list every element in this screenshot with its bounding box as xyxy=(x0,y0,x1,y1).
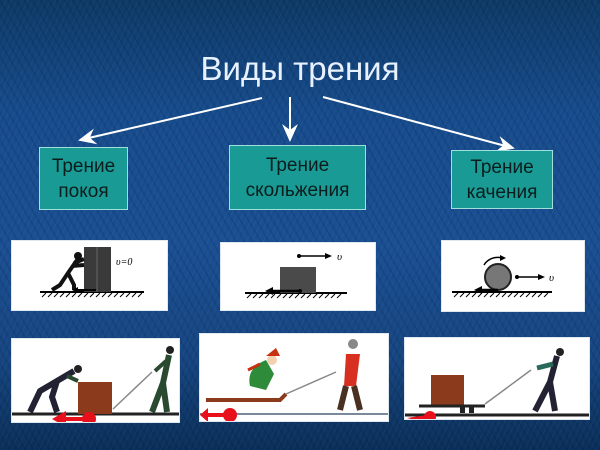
rolling-friction-diagram: υ xyxy=(441,240,585,312)
rolling-friction-label-line1: Трение xyxy=(470,156,534,178)
sliding-friction-box: Трение скольжения xyxy=(229,145,366,210)
sliding-friction-illustration xyxy=(199,333,389,422)
sliding-friction-diagram: υ xyxy=(220,242,376,311)
static-friction-diagram: υ=0 xyxy=(11,240,168,311)
rolling-friction-box: Трение качения xyxy=(451,150,553,209)
static-friction-label-line1: Трение xyxy=(51,155,116,177)
rolling-velocity-label: υ xyxy=(549,272,554,284)
sliding-velocity-label: υ xyxy=(337,251,342,263)
static-velocity-label: υ=0 xyxy=(116,257,132,268)
sliding-friction-label-line2: скольжения xyxy=(245,179,350,201)
sliding-friction-label-line1: Трение xyxy=(265,154,330,176)
page-title: Виды трения xyxy=(200,50,400,87)
rolling-friction-illustration xyxy=(404,337,590,420)
static-friction-box: Трение покоя xyxy=(39,147,128,210)
rolling-friction-label-line2: качения xyxy=(466,181,538,203)
static-friction-illustration xyxy=(11,338,180,423)
static-friction-label-line2: покоя xyxy=(58,180,109,202)
